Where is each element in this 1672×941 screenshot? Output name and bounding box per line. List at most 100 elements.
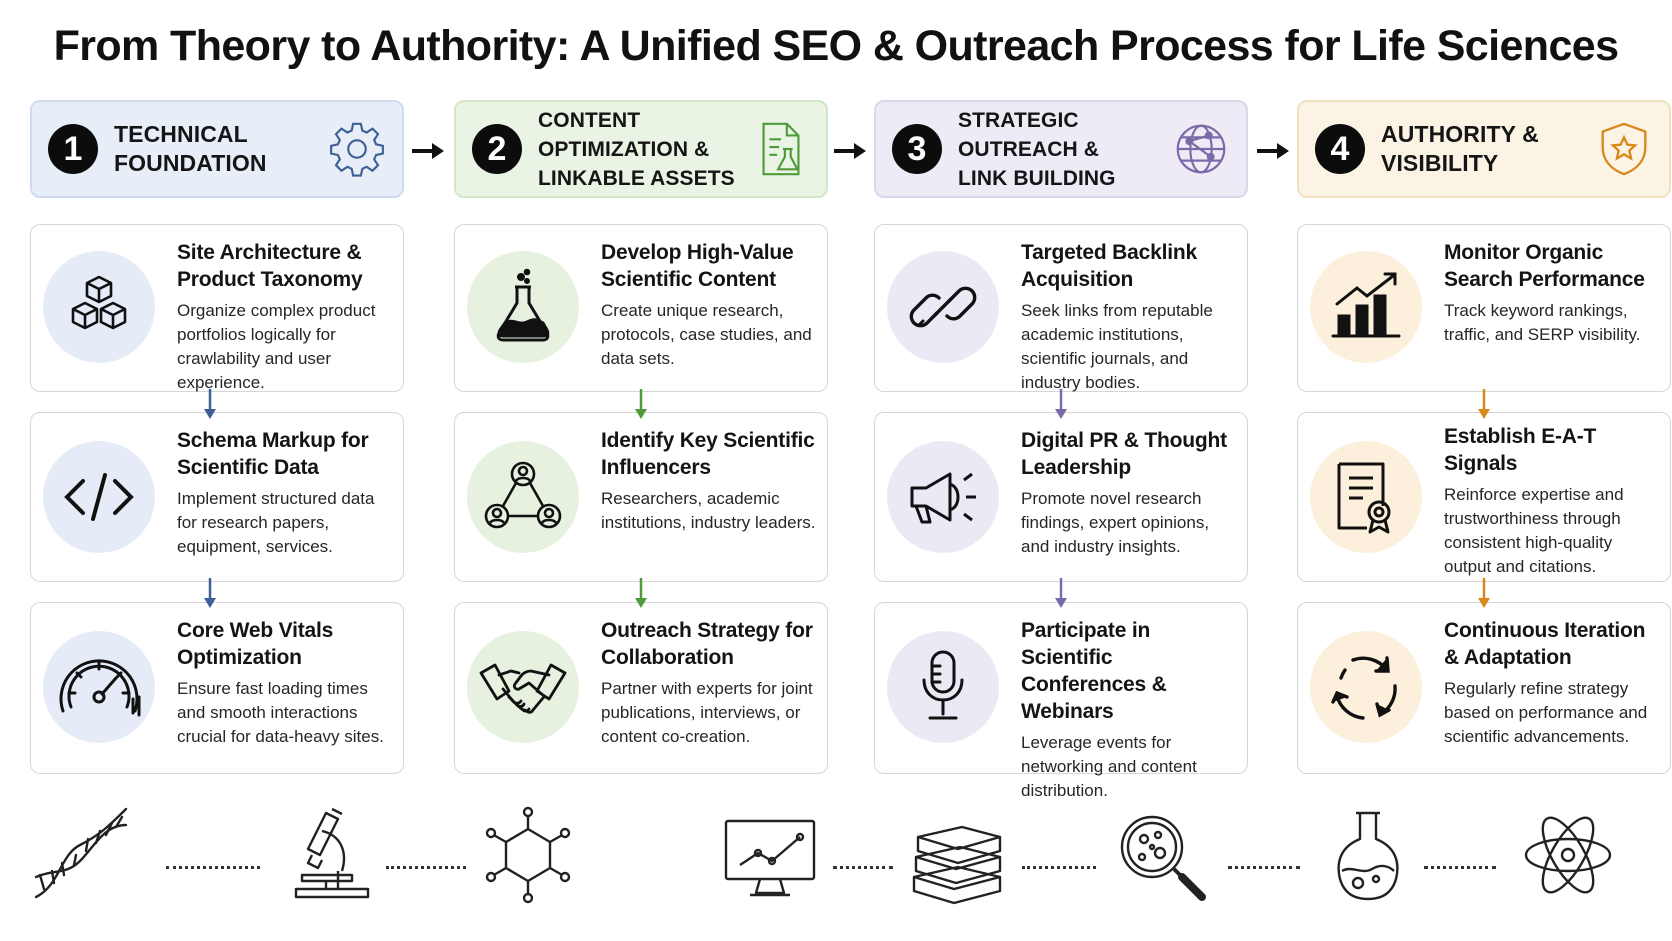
cubes-icon [71, 275, 127, 330]
card-description: Researchers, academic institutions, indu… [601, 489, 816, 532]
flask-icon [1337, 811, 1399, 901]
step-card: Continuous Iteration & Adaptation Regula… [1297, 602, 1671, 774]
dotted-divider [1228, 866, 1300, 869]
card-title: Outreach Strategy for Collaboration [601, 619, 813, 669]
step-card: Core Web Vitals Optimization Ensure fast… [30, 602, 404, 774]
arrow-right-icon [412, 143, 444, 159]
phase-title-line1: Authority & [1381, 121, 1539, 147]
molecule-icon [485, 806, 571, 904]
phase-header-3: 3 Strategic Outreach & Link Building [874, 100, 1248, 198]
card-title: Establish E-A-T Signals [1444, 425, 1597, 475]
card-description: Seek links from reputable academic insti… [1021, 301, 1213, 392]
card-description: Regularly refine strategy based on perfo… [1444, 679, 1648, 746]
phase-title-line2: Linkable Assets [538, 166, 735, 190]
icon-circle [467, 631, 579, 743]
phase-title-line1: Technical [114, 121, 248, 147]
phase-number: 2 [472, 124, 522, 174]
card-description: Promote novel research findings, expert … [1021, 489, 1210, 556]
phase-number: 4 [1315, 124, 1365, 174]
arrow-down-icon [1478, 578, 1490, 608]
gear-icon [330, 122, 384, 177]
icon-circle [887, 251, 999, 363]
phase-header-1: 1 Technical Foundation [30, 100, 404, 198]
icon-circle [1310, 251, 1422, 363]
dotted-divider [386, 866, 466, 869]
phase-title-line2: Foundation [114, 150, 267, 176]
phase-number: 3 [892, 124, 942, 174]
card-description: Partner with experts for joint publicati… [601, 679, 813, 746]
step-card: Outreach Strategy for Collaboration Part… [454, 602, 828, 774]
card-description: Ensure fast loading times and smooth int… [177, 679, 384, 746]
handshake-icon [479, 663, 567, 714]
arrow-right-icon [834, 143, 866, 159]
icon-circle [1310, 441, 1422, 553]
arrow-down-icon [1055, 389, 1067, 419]
phase-title-line2: Visibility [1381, 150, 1499, 176]
phase-header-4: 4 Authority & Visibility [1297, 100, 1671, 198]
icon-circle [1310, 631, 1422, 743]
step-card: Targeted Backlink Acquisition Seek links… [874, 224, 1248, 392]
card-description: Reinforce expertise and trustworthiness … [1444, 485, 1624, 576]
step-card: Participate in Scientific Conferences & … [874, 602, 1248, 800]
network-people-icon [484, 461, 562, 529]
phase-title-line1: Strategic Outreach & [958, 108, 1099, 161]
flask-icon [496, 268, 550, 342]
card-title: Monitor Organic Search Performance [1444, 241, 1645, 291]
card-title: Digital PR & Thought Leadership [1021, 429, 1227, 479]
page-title: From Theory to Authority: A Unified SEO … [53, 22, 1619, 70]
shield-star-icon [1601, 122, 1647, 176]
arrow-down-icon [1055, 578, 1067, 608]
globe-network-icon [1176, 124, 1226, 174]
books-icon [912, 825, 1002, 905]
phase-header-2: 2 Content Optimization & Linkable Assets [454, 100, 828, 198]
step-card: Site Architecture & Product Taxonomy Org… [30, 224, 404, 392]
step-card: Identify Key Scientific Influencers Rese… [454, 412, 828, 582]
icon-circle [43, 441, 155, 553]
step-card: Develop High-Value Scientific Content Cr… [454, 224, 828, 392]
phase-title-line2: Link Building [958, 166, 1116, 190]
card-title: Develop High-Value Scientific Content [601, 241, 794, 291]
arrow-down-icon [204, 389, 216, 419]
microphone-icon [922, 650, 964, 720]
arrow-down-icon [204, 578, 216, 608]
petri-dish-icon [1120, 815, 1206, 901]
chain-link-icon [909, 286, 977, 328]
card-description: Track keyword rankings, traffic, and SER… [1444, 301, 1641, 344]
arrow-down-icon [635, 578, 647, 608]
dotted-divider [1424, 866, 1496, 869]
atom-icon [1524, 816, 1612, 894]
phase-title: Strategic Outreach & Link Building [958, 106, 1170, 193]
phase-title: Technical Foundation [114, 120, 326, 178]
phase-title-line1: Content Optimization & [538, 108, 710, 161]
speedometer-icon [59, 659, 141, 717]
card-description: Organize complex product portfolios logi… [177, 301, 376, 392]
megaphone-icon [910, 472, 976, 524]
cycle-arrows-icon [1331, 656, 1397, 720]
document-flask-icon [762, 122, 800, 176]
icon-circle [887, 441, 999, 553]
dotted-divider [166, 866, 260, 869]
dotted-divider [1022, 866, 1096, 869]
arrow-right-icon [1257, 143, 1289, 159]
card-title: Identify Key Scientific Influencers [601, 429, 815, 479]
card-description: Leverage events for networking and conte… [1021, 733, 1197, 800]
card-description: Implement structured data for research p… [177, 489, 375, 556]
step-card: Establish E-A-T Signals Reinforce expert… [1297, 412, 1671, 582]
card-description: Create unique research, protocols, case … [601, 301, 812, 368]
phase-number: 1 [48, 124, 98, 174]
arrow-down-icon [635, 389, 647, 419]
icon-circle [887, 631, 999, 743]
icon-circle [467, 441, 579, 553]
certificate-icon [1337, 462, 1391, 534]
card-title: Targeted Backlink Acquisition [1021, 241, 1197, 291]
step-card: Monitor Organic Search Performance Track… [1297, 224, 1671, 392]
arrow-down-icon [1478, 389, 1490, 419]
monitor-chart-icon [724, 819, 816, 897]
step-card: Digital PR & Thought Leadership Promote … [874, 412, 1248, 582]
icon-circle [467, 251, 579, 363]
step-card: Schema Markup for Scientific Data Implem… [30, 412, 404, 582]
card-title: Site Architecture & Product Taxonomy [177, 241, 363, 291]
phase-title: Content Optimization & Linkable Assets [538, 106, 750, 193]
card-title: Continuous Iteration & Adaptation [1444, 619, 1646, 669]
card-title: Participate in Scientific Conferences & … [1021, 619, 1167, 723]
